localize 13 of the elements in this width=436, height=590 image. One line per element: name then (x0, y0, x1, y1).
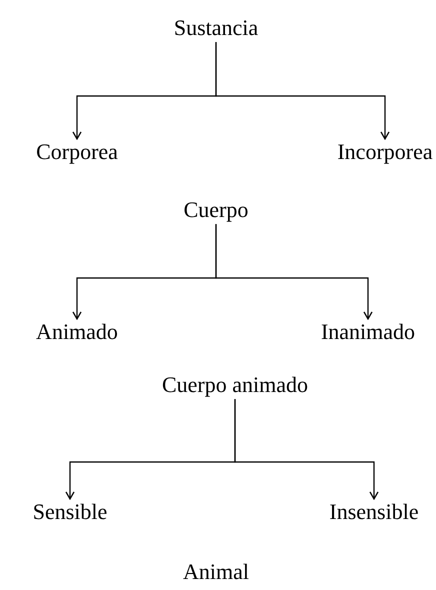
term-text: Sensible (32, 500, 108, 524)
term-text: Inanimado (320, 320, 416, 344)
term-text: Cuerpo animado (162, 372, 308, 398)
term-text: Sustancia (174, 16, 258, 40)
term-text: Corporea (36, 140, 118, 164)
arrow (215, 224, 373, 320)
term-text: Cuerpo (184, 198, 248, 222)
term-text: Insensible (329, 500, 419, 524)
term-text: Animado (36, 320, 118, 344)
term-text: Incorporea (337, 140, 433, 164)
arrow (234, 399, 379, 500)
term-text: Animal (183, 560, 249, 584)
arrow (215, 42, 390, 140)
